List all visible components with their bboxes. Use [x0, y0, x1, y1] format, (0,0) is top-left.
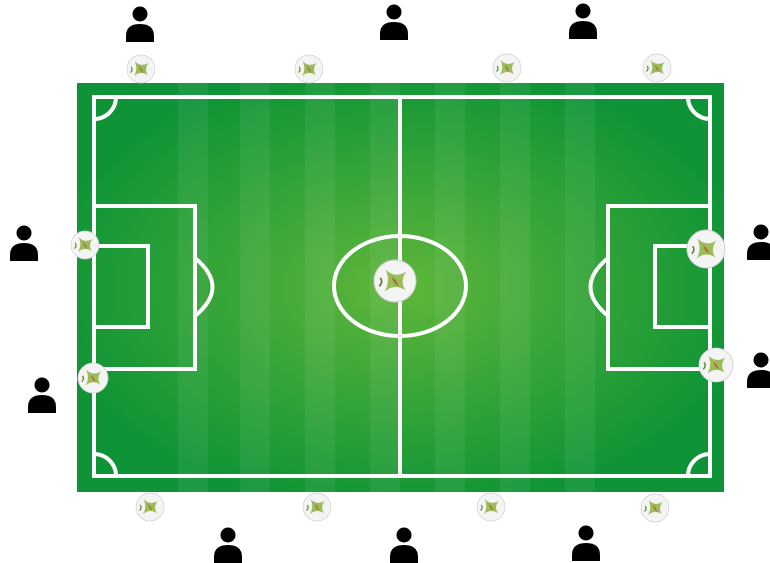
soccer-ball-icon — [136, 493, 164, 521]
soccer-ball-icon — [641, 494, 669, 522]
soccer-ball-icon — [643, 54, 671, 82]
soccer-ball-icon — [71, 231, 99, 259]
soccer-ball-icon — [493, 54, 521, 82]
person-icon — [747, 225, 770, 261]
soccer-ball-icon — [374, 260, 416, 302]
person-icon — [747, 353, 770, 389]
person-icon — [380, 5, 408, 41]
person-icon — [214, 528, 242, 563]
person-icon — [390, 528, 418, 563]
person-icon — [10, 226, 38, 262]
soccer-ball-icon — [78, 363, 108, 393]
soccer-ball-icon — [303, 493, 331, 521]
soccer-ball-icon — [687, 230, 725, 268]
soccer-ball-icon — [477, 493, 505, 521]
person-icon — [572, 526, 600, 562]
soccer-ball-icon — [699, 348, 733, 382]
soccer-ball-icon — [127, 55, 155, 83]
soccer-ball-icon — [295, 55, 323, 83]
person-icon — [569, 4, 597, 40]
person-icon — [28, 378, 56, 414]
person-icon — [126, 7, 154, 43]
